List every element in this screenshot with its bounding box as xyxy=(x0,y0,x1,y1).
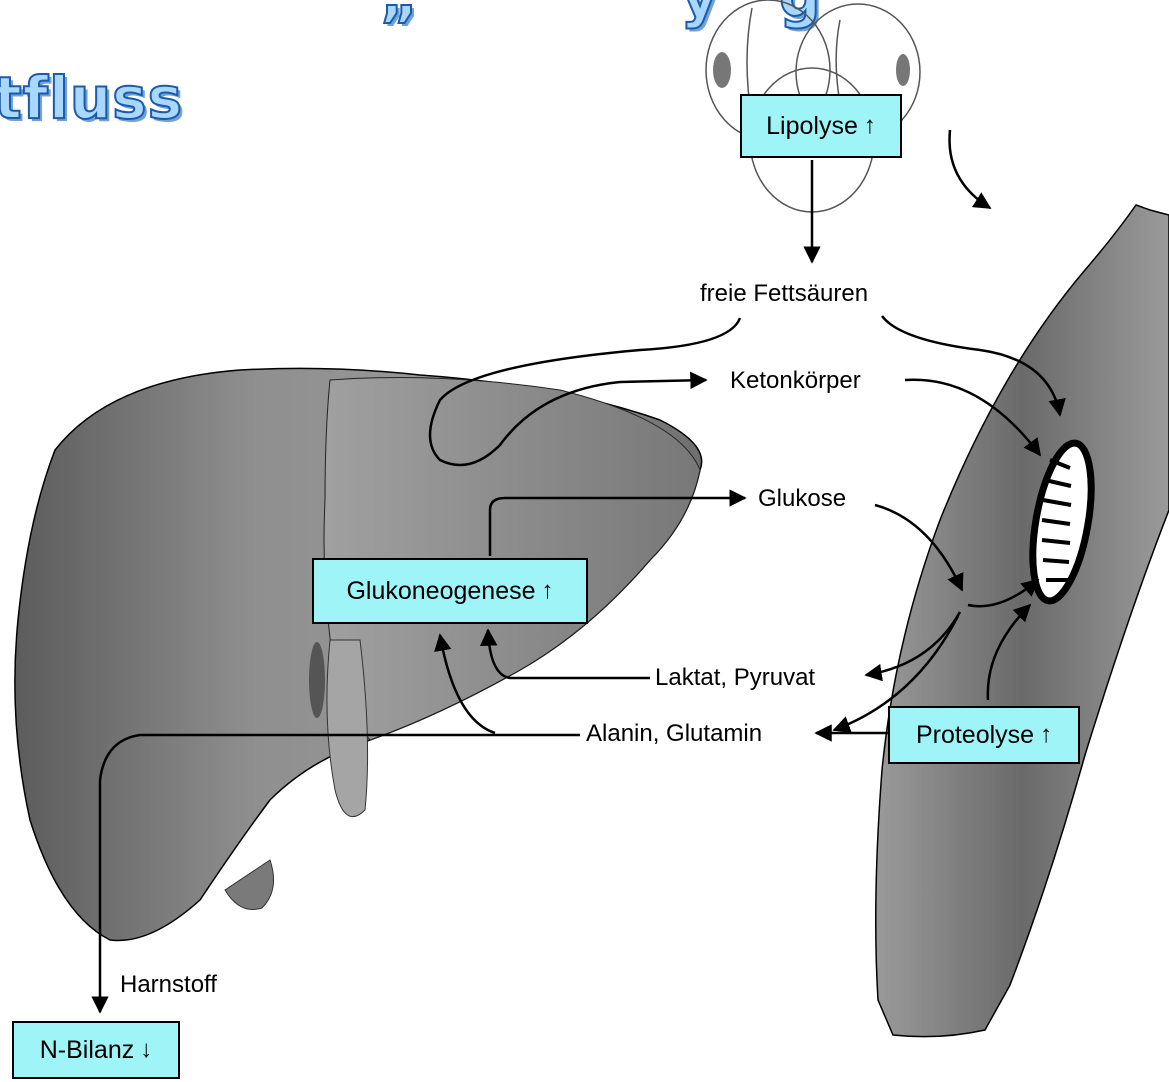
proteolyse-label: Proteolyse xyxy=(916,721,1034,750)
down-arrow-icon: ↓ xyxy=(140,1036,152,1064)
up-arrow-icon: ↑ xyxy=(1040,721,1052,749)
n-bilanz-box: N-Bilanz ↓ xyxy=(12,1021,180,1079)
gluconeogenese-label: Glukoneogenese xyxy=(346,577,535,606)
label-urea: Harnstoff xyxy=(120,971,217,999)
label-fatty-acids: freie Fettsäuren xyxy=(700,280,868,308)
liver-lower-lobe xyxy=(225,860,274,910)
label-lactate-pyruvate: Laktat, Pyruvat xyxy=(655,664,815,692)
label-glucose: Glukose xyxy=(758,485,846,513)
label-ketone-bodies: Ketonkörper xyxy=(730,367,861,395)
proteolyse-box: Proteolyse ↑ xyxy=(888,706,1080,764)
n-bilanz-label: N-Bilanz xyxy=(40,1036,134,1065)
gallbladder xyxy=(327,640,368,817)
fat-cell-nucleus-right xyxy=(896,54,910,86)
liver-shadow xyxy=(309,642,325,718)
up-arrow-icon: ↑ xyxy=(542,577,554,605)
fat-cell-nucleus-left xyxy=(713,52,731,88)
lipolyse-box: Lipolyse ↑ xyxy=(740,94,902,158)
muscle-shape xyxy=(876,205,1169,1037)
gluconeogenese-box: Glukoneogenese ↑ xyxy=(312,558,588,624)
lipolyse-label: Lipolyse xyxy=(766,112,858,141)
up-arrow-icon: ↑ xyxy=(864,112,876,140)
label-alanine-glutamine: Alanin, Glutamin xyxy=(586,720,762,748)
